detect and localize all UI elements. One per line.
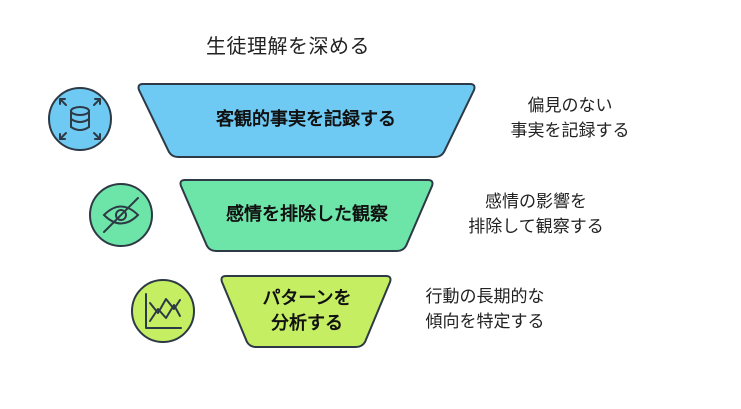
description-line: 排除して観察する [468,216,604,237]
funnel-level-1-label: 客観的事実を記録する [216,109,396,131]
funnel-level-1-shape [137,83,476,158]
funnel-level-3-description: 行動の長期的な 傾向を特定する [400,285,570,334]
line-chart-icon [131,279,195,343]
description-line: 偏見のない [527,96,613,116]
description-line: 傾向を特定する [425,311,545,332]
funnel-level-3-label-line-1: パターンを [262,288,352,310]
description-line: 事実を記録する [510,120,630,141]
funnel-level-3-shape [220,275,392,348]
funnel-level-2-description: 感情の影響を 排除して観察する [446,190,626,239]
funnel-level-3-label-line-2: 分析する [271,312,343,334]
funnel-level-3-label: パターンを 分析する [245,276,369,347]
page-title: 生徒理解を深める [206,34,370,58]
database-expand-icon [48,87,112,151]
eye-slash-icon [89,183,153,247]
funnel-level-2-shape [179,179,434,252]
description-line: 行動の長期的な [425,287,545,307]
funnel-level-2-label: 感情を排除した観察 [226,204,388,226]
funnel-level-1-description: 偏見のない 事実を記録する [485,94,655,143]
description-line: 感情の影響を [485,192,587,212]
